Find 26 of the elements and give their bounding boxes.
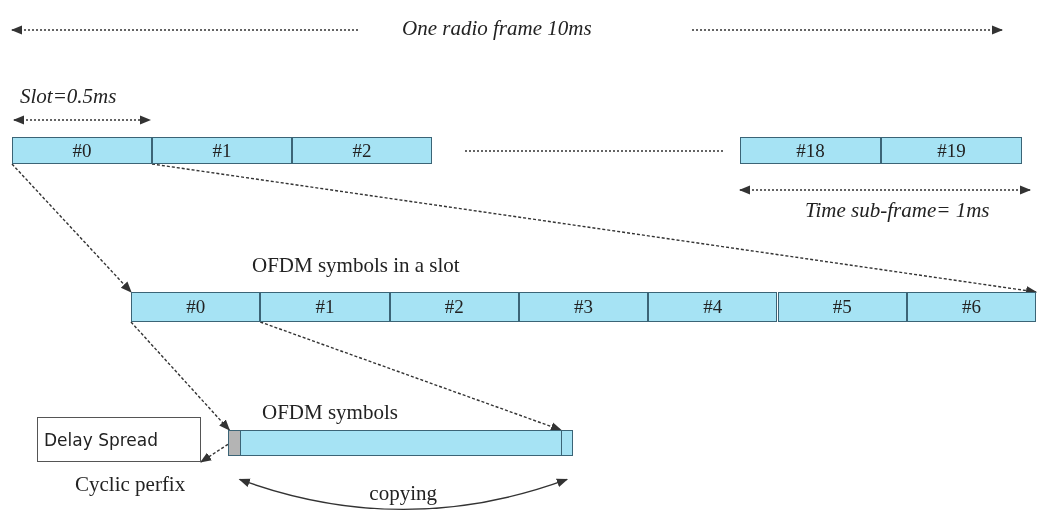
dimension-label: One radio frame 10ms xyxy=(402,16,592,41)
symbol-cell: #5 xyxy=(777,292,907,322)
copied-tail-block xyxy=(561,430,573,456)
caption-text: OFDM symbols in a slot xyxy=(252,253,460,278)
slot-cell: #2 xyxy=(292,137,432,164)
arrow xyxy=(200,443,229,463)
symbol-cell: #0 xyxy=(131,292,261,322)
symbol-body-bar xyxy=(240,430,562,456)
slot-cell: #18 xyxy=(740,137,881,164)
slot-cell: #0 xyxy=(12,137,152,164)
curved-arrow xyxy=(238,478,569,511)
symbol-cell: #6 xyxy=(906,292,1037,322)
symbol-cell: #1 xyxy=(260,292,390,322)
dimension-label: Slot=0.5ms xyxy=(20,84,117,109)
slot-cell: #1 xyxy=(152,137,292,164)
caption-text: Cyclic perfix xyxy=(75,472,186,497)
caption-text: OFDM symbols xyxy=(262,400,398,425)
arrow xyxy=(130,321,231,431)
symbol-cell: #4 xyxy=(648,292,778,322)
symbol-cell: #3 xyxy=(518,292,649,322)
symbol-cell: #2 xyxy=(389,292,519,322)
slot-cell: #19 xyxy=(881,137,1022,164)
dimension-label: Time sub-frame= 1ms xyxy=(805,198,990,223)
text-box: Delay Spread xyxy=(37,417,201,462)
arrow xyxy=(259,321,563,431)
arrow xyxy=(11,163,132,293)
